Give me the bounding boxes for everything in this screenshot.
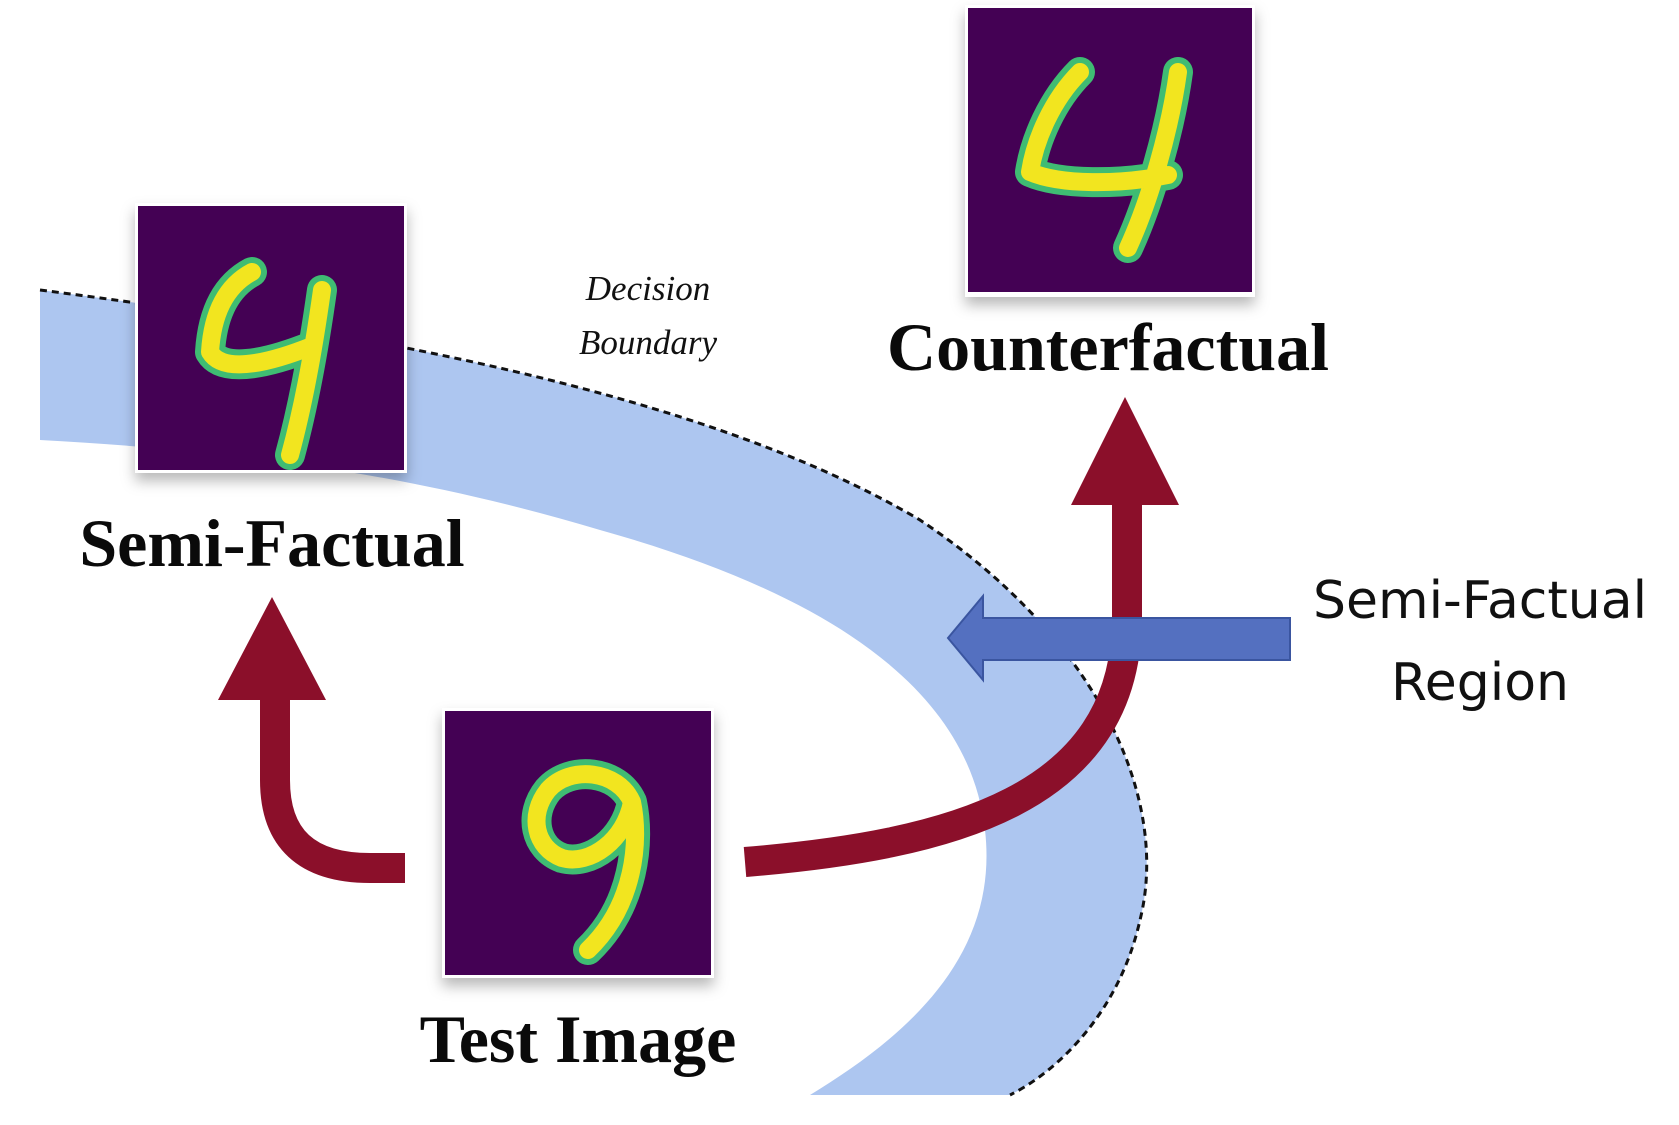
arrow-head-counterfactual	[1071, 397, 1179, 505]
test-image	[442, 708, 714, 978]
region-pointer-arrow	[946, 593, 1291, 683]
arrow-to-counterfactual	[743, 500, 1142, 877]
test-image-label: Test Image	[420, 1001, 737, 1077]
semi-factual-image	[135, 203, 407, 473]
decision-boundary-label-line2: Boundary	[579, 323, 718, 362]
region-label-line1: Semi-Factual	[1313, 571, 1647, 631]
semi-factual-label: Semi-Factual	[79, 505, 464, 581]
region-label-line2: Region	[1391, 653, 1569, 713]
arrow-head-semi-factual	[218, 597, 326, 700]
counterfactual-image	[965, 5, 1255, 297]
counterfactual-label: Counterfactual	[887, 309, 1329, 385]
arrow-to-semi-factual	[260, 695, 405, 883]
decision-boundary-label-line1: Decision	[585, 269, 710, 308]
